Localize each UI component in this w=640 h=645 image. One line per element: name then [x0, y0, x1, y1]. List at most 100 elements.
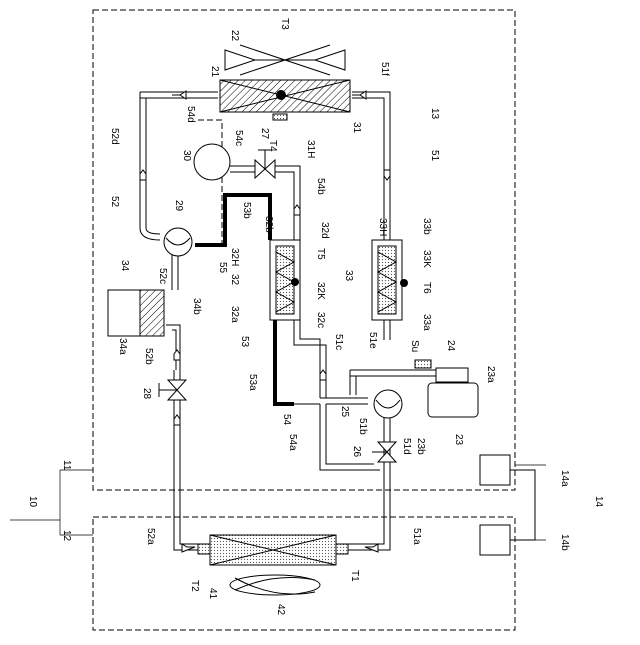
pipe-54b [275, 166, 300, 240]
label-11: 11 [61, 460, 72, 471]
label-22: 22 [229, 30, 240, 42]
pipe-32c [294, 320, 326, 398]
dashed-line-54c [198, 120, 222, 245]
label-21: 21 [209, 66, 220, 78]
label-T1: T1 [349, 570, 360, 582]
label-52: 52 [109, 196, 120, 208]
label-30: 30 [181, 150, 192, 162]
sensor-T4 [273, 114, 287, 120]
label-25: 25 [339, 406, 350, 418]
label-Su: Su [409, 340, 420, 352]
four-way-valve-29 [164, 228, 192, 256]
label-53a: 53a [247, 374, 258, 391]
label-54d: 54d [185, 106, 196, 123]
label-14b: 14b [559, 534, 570, 551]
label-34a: 34a [117, 338, 128, 355]
sensor-T6-dot [400, 279, 408, 287]
label-51f: 51f [379, 62, 390, 76]
pipe-52b [174, 370, 180, 380]
label-T3: T3 [279, 18, 290, 30]
label-42: 42 [275, 604, 286, 616]
label-10: 10 [27, 496, 38, 508]
label-54c: 54c [233, 130, 244, 146]
label-51: 51 [429, 150, 440, 162]
pipe-52 [140, 228, 160, 240]
label-54: 54 [281, 414, 292, 426]
valve-25 [374, 390, 402, 418]
label-23: 23 [453, 434, 464, 446]
label-51c: 51c [333, 334, 344, 350]
pipe-34b [166, 325, 180, 370]
compressor-23 [415, 360, 478, 417]
label-32H: 32H [229, 248, 240, 266]
indoor-fan-42 [230, 575, 320, 595]
label-52b: 52b [143, 348, 154, 365]
sensor-Su [415, 360, 431, 368]
label-31H: 31H [305, 140, 316, 158]
label-51d: 51d [401, 438, 412, 455]
label-32d: 32d [319, 222, 330, 239]
label-32b: 32b [263, 216, 274, 233]
label-33b: 33b [421, 218, 432, 235]
receiver-30 [194, 144, 230, 180]
outdoor-heat-exchanger-21 [220, 80, 350, 120]
label-34b: 34b [191, 298, 202, 315]
controller-14a [480, 455, 510, 485]
label-T4: T4 [267, 140, 278, 152]
pipe-33a [384, 330, 390, 340]
label-53b: 53b [241, 202, 252, 219]
pipe-51e [350, 370, 440, 395]
label-28: 28 [141, 388, 152, 400]
label-14: 14 [593, 496, 604, 508]
sensor-T3-dot [276, 90, 286, 100]
label-27: 27 [259, 128, 270, 140]
label-51e: 51e [367, 332, 378, 349]
label-52d: 52d [109, 128, 120, 145]
label-33: 33 [343, 270, 354, 282]
label-T2: T2 [189, 580, 200, 592]
label-32K: 32K [315, 282, 326, 300]
sensor-T5-dot [291, 278, 299, 286]
label-26: 26 [351, 446, 362, 458]
label-T6: T6 [421, 282, 432, 294]
label-23b: 23b [415, 438, 426, 455]
label-52a: 52a [145, 528, 156, 545]
label-53: 53 [239, 336, 250, 348]
accumulator-34 [108, 290, 164, 336]
valve-26 [372, 442, 396, 462]
label-51a: 51a [411, 528, 422, 545]
label-55: 55 [217, 262, 228, 274]
label-54b: 54b [315, 178, 326, 195]
indoor-heat-exchanger-41 [198, 535, 348, 565]
label-32c: 32c [315, 312, 326, 328]
label-32a: 32a [229, 306, 240, 323]
label-51b: 51b [357, 418, 368, 435]
label-33H: 33H [377, 218, 388, 236]
label-54a: 54a [287, 434, 298, 451]
label-14a: 14a [559, 470, 570, 487]
pipe-54c [230, 166, 255, 172]
pipe-54 [294, 404, 380, 470]
pipe-51c [320, 398, 368, 404]
controller-link [510, 470, 535, 540]
label-23a: 23a [485, 366, 496, 383]
valve-28 [159, 380, 186, 400]
label-32: 32 [229, 274, 240, 286]
label-41: 41 [207, 588, 218, 600]
label-13: 13 [429, 108, 440, 120]
label-52c: 52c [157, 268, 168, 284]
label-34: 34 [119, 260, 130, 272]
label-33a: 33a [421, 314, 432, 331]
valve-27 [255, 150, 275, 178]
controller-14b [480, 525, 510, 555]
fan-22 [225, 45, 345, 75]
label-31: 31 [351, 122, 362, 134]
label-12: 12 [61, 530, 72, 542]
leader-lines [10, 465, 546, 540]
pipe-52c [172, 255, 178, 290]
sensor-T1 [336, 544, 348, 554]
heat-exchanger-32 [270, 240, 300, 320]
label-29: 29 [173, 200, 184, 212]
